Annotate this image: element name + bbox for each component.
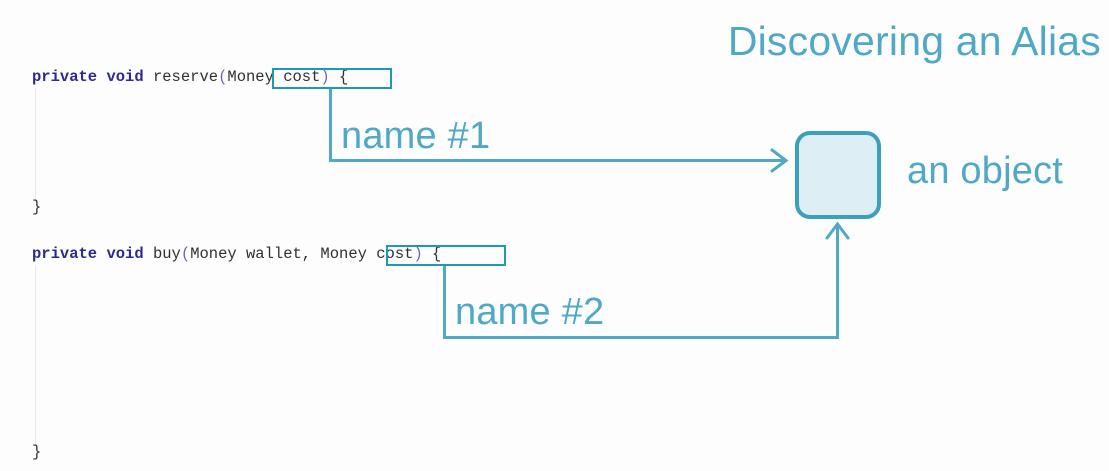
code-method-name-reserve: reserve [143, 68, 219, 86]
code-line-buy-close: } [32, 443, 42, 461]
code-close-paren: ) [320, 68, 330, 86]
code-open-brace: { [422, 245, 442, 263]
code-block: private void reserve(Money cost) { } pri… [32, 68, 506, 461]
code-keyword-private: private [32, 245, 98, 263]
code-open-brace: { [329, 68, 349, 86]
code-method-name-buy: buy [143, 245, 181, 263]
code-close-paren: ) [413, 245, 423, 263]
code-param-money-cost: Money cost [227, 68, 321, 86]
code-open-paren: ( [218, 68, 228, 86]
code-line-buy-signature: private void buy(Money wallet, Money cos… [32, 245, 441, 263]
code-keyword-void: void [106, 245, 144, 263]
code-keyword-private: private [32, 68, 98, 86]
code-line-reserve-close: } [32, 198, 42, 216]
code-keyword-void: void [106, 68, 144, 86]
indent-guide [35, 88, 36, 200]
object-box-label: an object [907, 150, 1064, 192]
param-highlight-reserve-money-cost [272, 68, 392, 89]
connector-name-1-arrowhead [770, 148, 789, 173]
connector-label-name-2: name #2 [455, 291, 605, 333]
code-open-paren: ( [180, 245, 191, 263]
param-highlight-buy-money-cost [386, 245, 506, 266]
code-param-money-wallet: Money wallet, [190, 245, 321, 263]
page-title: Discovering an Alias [727, 18, 1101, 64]
code-param-money-cost: Money cost [320, 245, 414, 263]
connector-label-name-1: name #1 [341, 115, 491, 157]
connector-name-2-arrowhead [825, 221, 850, 240]
indent-guide [35, 265, 36, 445]
object-box [795, 131, 881, 219]
code-line-reserve-signature: private void reserve(Money cost) { [32, 68, 348, 86]
